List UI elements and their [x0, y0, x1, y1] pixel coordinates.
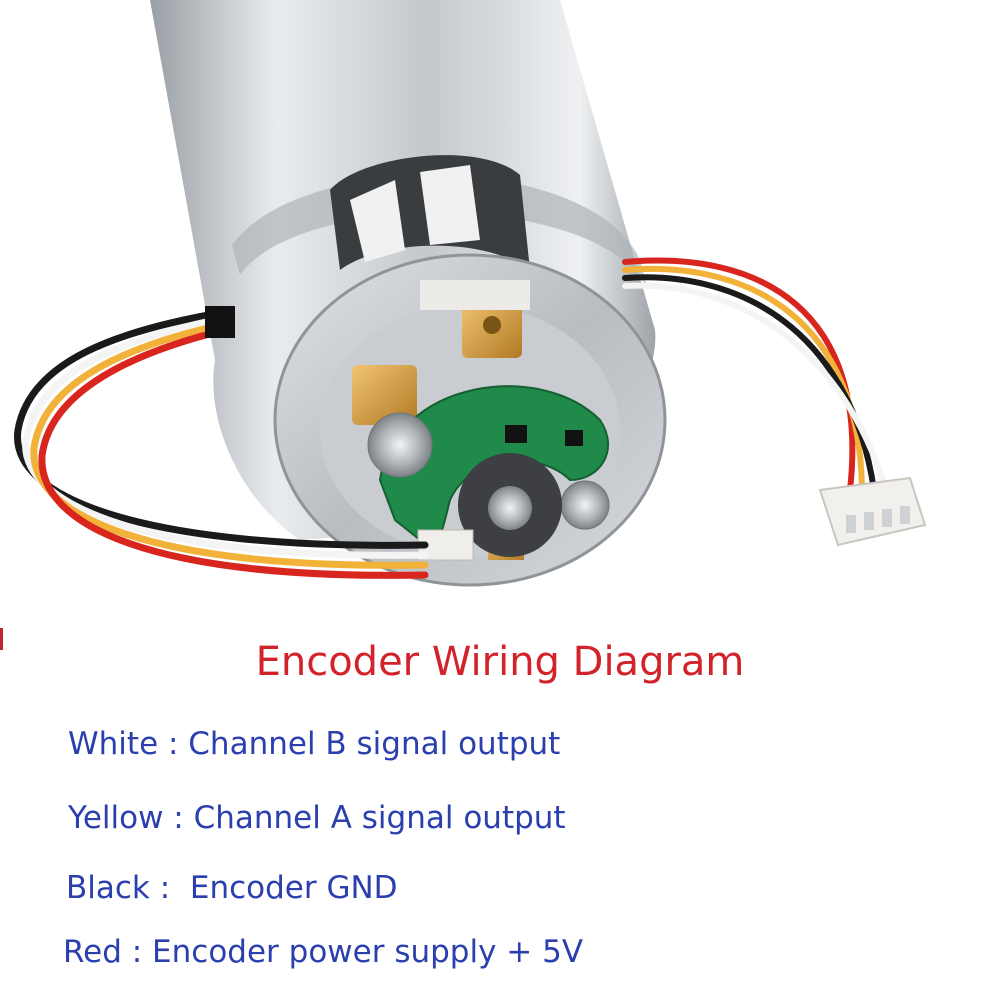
wiring-yellow: Yellow : Channel A signal output: [68, 800, 566, 836]
brass-terminal-left: [352, 365, 417, 425]
encoder-motor-photo: [14, 0, 927, 587]
diagram-title: Encoder Wiring Diagram: [255, 639, 745, 685]
heat-shrink: [205, 306, 235, 338]
screw-left: [367, 412, 433, 478]
wire-bundle-right: [622, 257, 889, 493]
wiring-white: White : Channel B signal output: [68, 726, 561, 762]
wiring-red: Red : Encoder power supply + 5V: [63, 934, 584, 970]
wire-bundle-left: [14, 308, 429, 579]
hall-sensor-1: [505, 425, 527, 443]
screw-right: [560, 480, 610, 530]
hall-sensor-2: [565, 430, 583, 446]
wiring-black: Black : Encoder GND: [66, 870, 398, 906]
edge-mark: [0, 628, 3, 650]
vent-fan: [350, 165, 480, 262]
motor-connector: [420, 280, 530, 310]
motor-shaft: [488, 486, 532, 530]
